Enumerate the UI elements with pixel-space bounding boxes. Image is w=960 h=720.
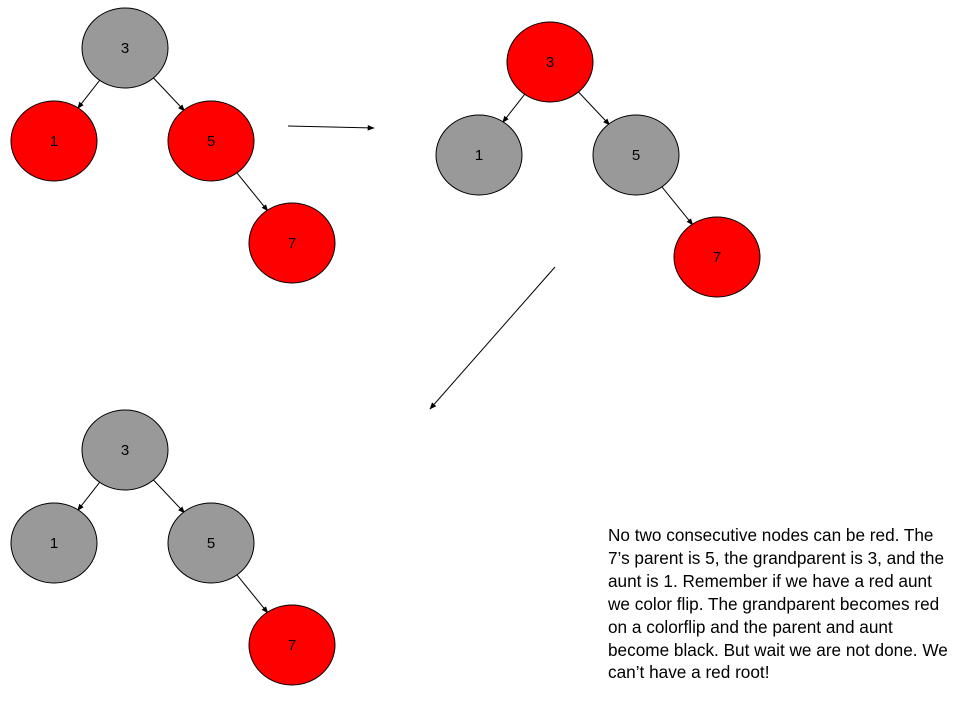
node-label: 5	[207, 133, 215, 150]
edge-n5-n7	[234, 170, 269, 212]
node-label: 7	[288, 235, 296, 252]
node-3-black	[81, 409, 169, 491]
transition-arrow-2	[429, 266, 556, 410]
edge-n5-n7	[659, 184, 694, 226]
edge-n3-n5	[151, 477, 186, 514]
edge-n3-n5	[576, 89, 611, 126]
edge-n5-n7	[234, 572, 269, 614]
explanation-text: No two consecutive nodes can be red. The…	[608, 525, 948, 683]
node-label: 5	[632, 147, 640, 164]
node-label: 3	[121, 40, 129, 57]
node-label: 3	[546, 54, 554, 71]
node-7-red	[248, 604, 336, 686]
node-1-red	[10, 100, 98, 182]
tree-before-colorflip: 3 1 5 7	[10, 7, 336, 284]
node-3-red	[506, 21, 594, 103]
node-7-red	[248, 202, 336, 284]
node-5-red	[167, 100, 255, 182]
edge-n3-n5	[151, 75, 186, 112]
node-1-black	[435, 114, 523, 196]
tree-after-root-recolor: 3 1 5 7	[10, 409, 336, 686]
node-7-red	[673, 216, 761, 298]
tree-after-colorflip: 3 1 5 7	[435, 21, 761, 298]
node-label: 1	[475, 147, 483, 164]
edge-n3-n1	[77, 479, 102, 511]
node-3-black	[81, 7, 169, 89]
node-label: 3	[121, 442, 129, 459]
node-5-black	[592, 114, 680, 196]
node-label: 7	[713, 249, 721, 266]
node-label: 7	[288, 637, 296, 654]
node-label: 1	[50, 535, 58, 552]
edge-n3-n1	[502, 91, 527, 123]
node-5-black	[167, 502, 255, 584]
node-label: 1	[50, 133, 58, 150]
edge-n3-n1	[77, 77, 102, 109]
node-1-black	[10, 502, 98, 584]
node-label: 5	[207, 535, 215, 552]
transition-arrow-1	[287, 125, 375, 131]
